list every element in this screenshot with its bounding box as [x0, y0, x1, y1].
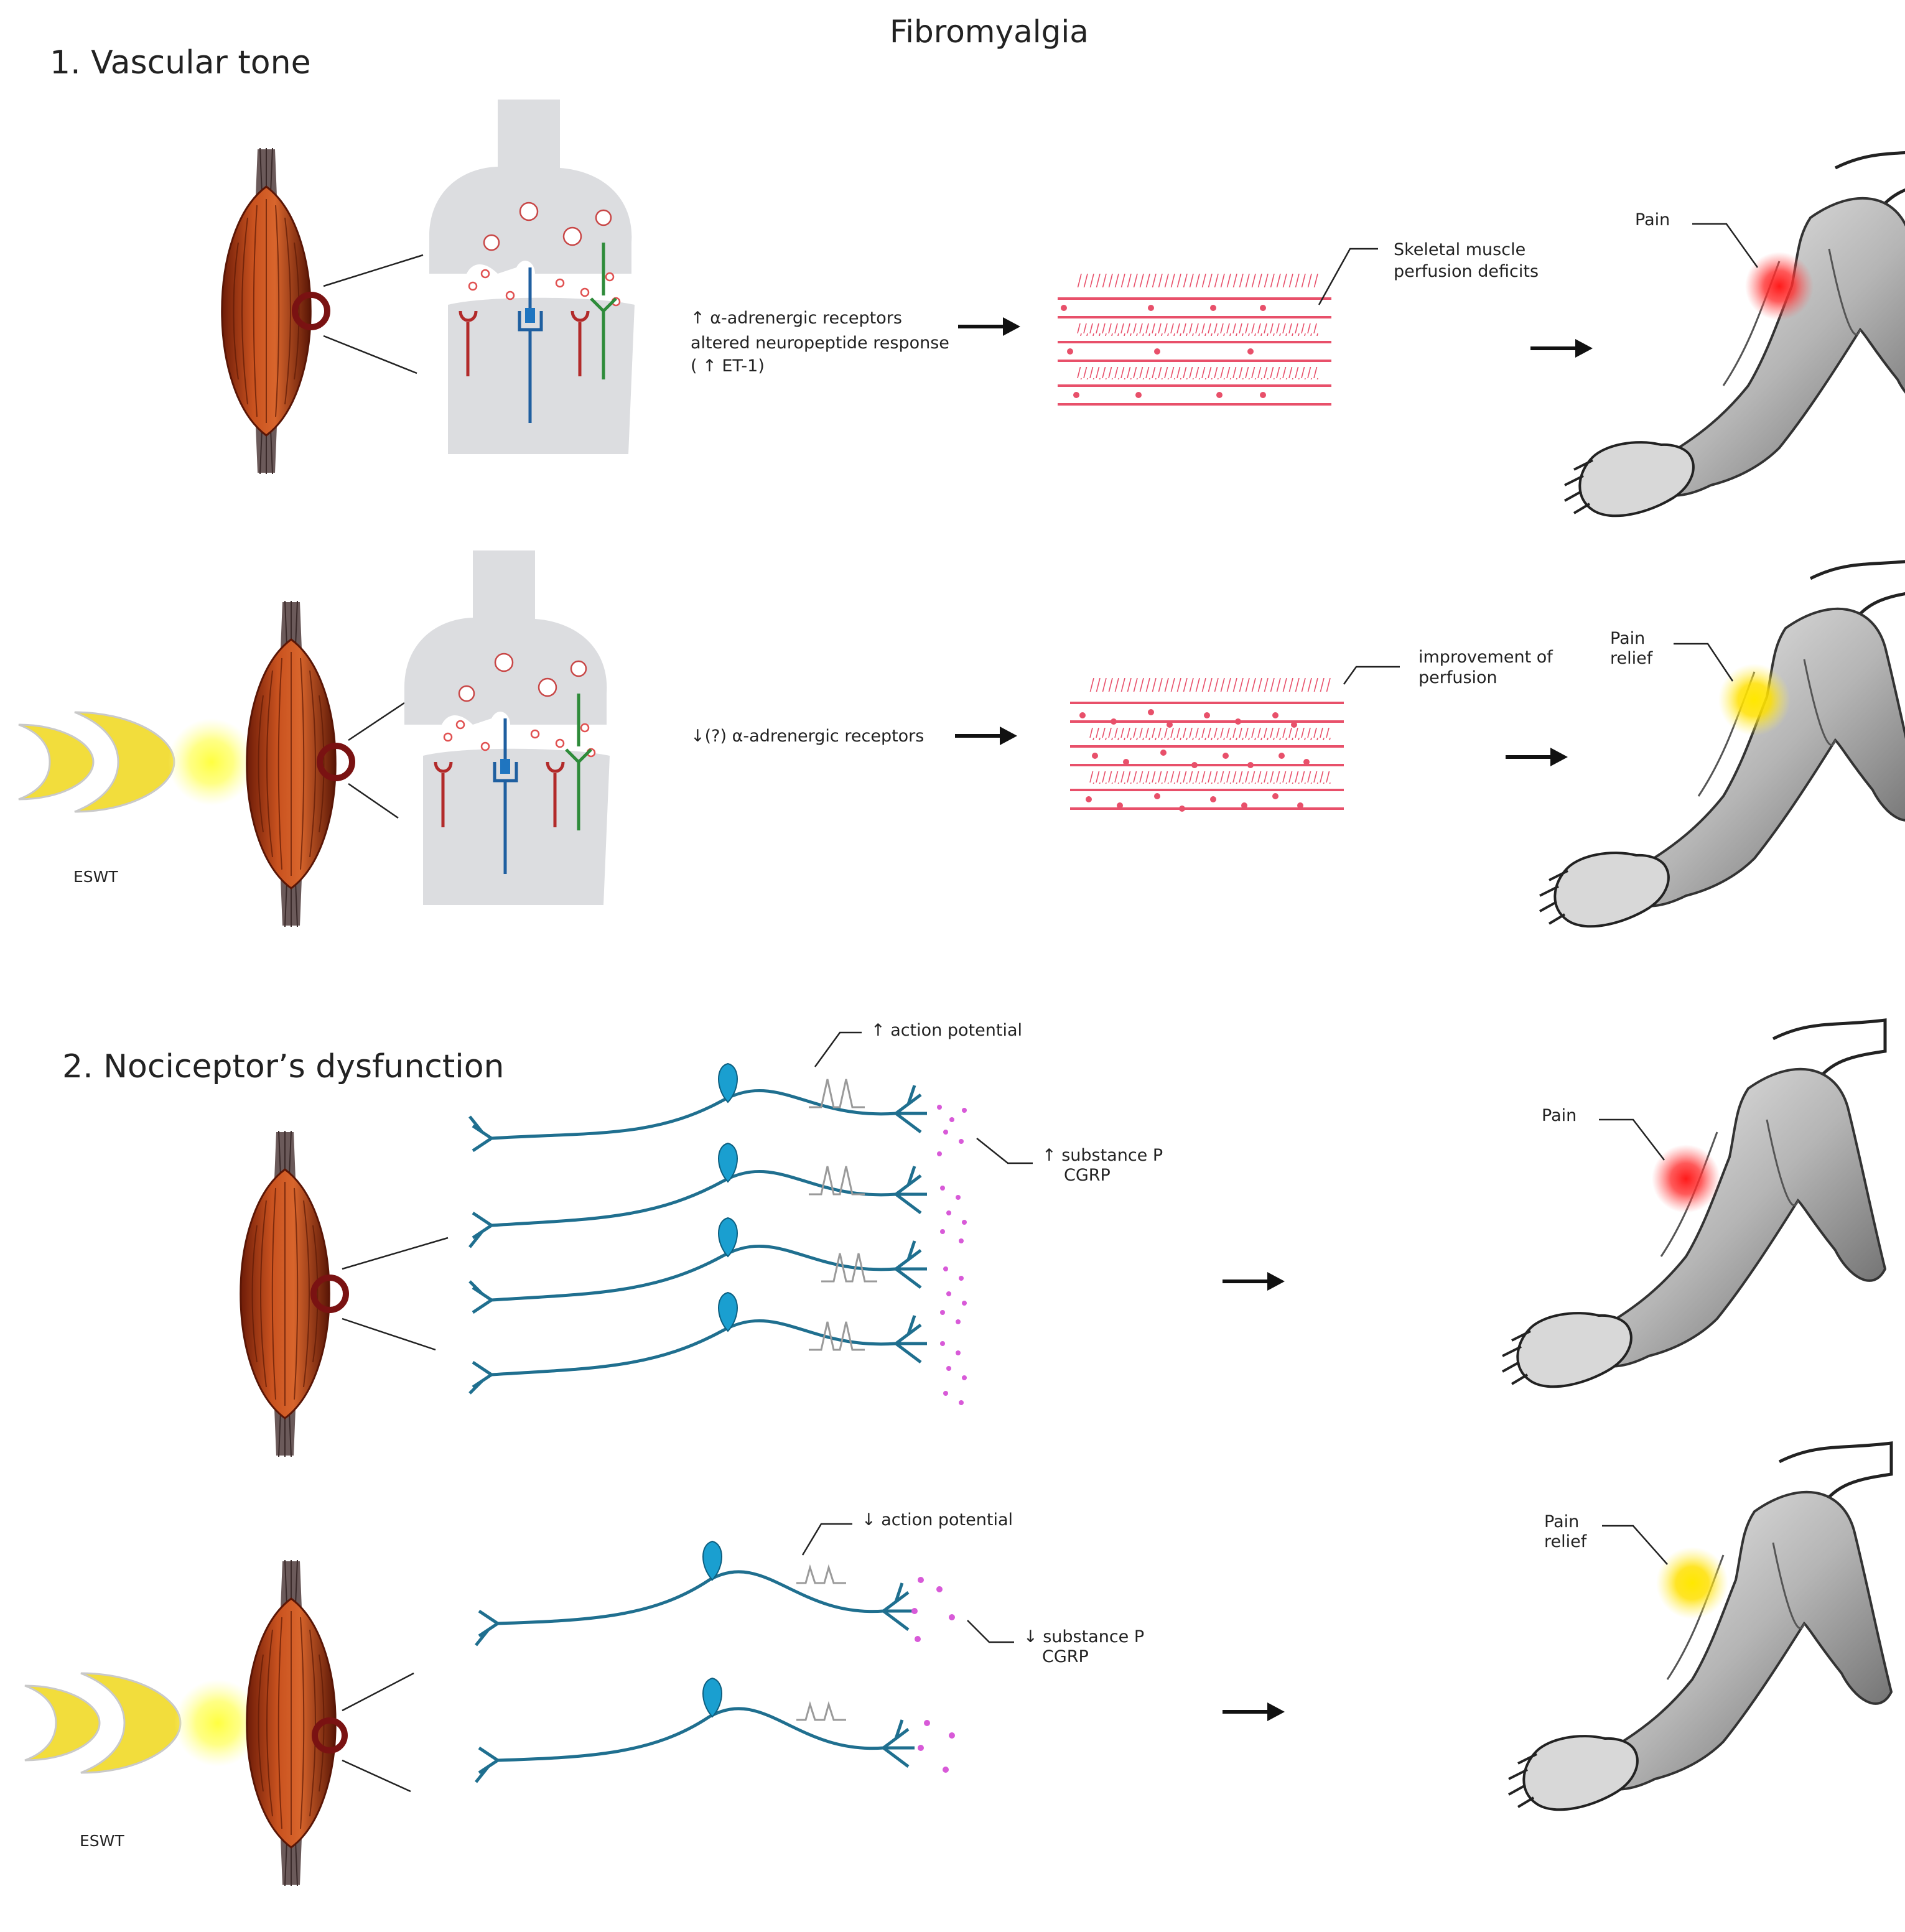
figure-title: Fibromyalgia	[890, 14, 1089, 50]
relief-label: relief	[1544, 1532, 1588, 1551]
action-potential-label: ↓ action potential	[862, 1510, 1013, 1530]
et1-label: ( ↑ ET-1)	[691, 356, 765, 376]
perfusion-improvement-label-1: improvement of	[1418, 648, 1553, 667]
vascular-before-row: ↑ α-adrenergic receptors altered neurope…	[221, 100, 1905, 516]
section-nociceptor-title: 2. Nociceptor’s dysfunction	[62, 1048, 505, 1085]
eswt-label: ESWT	[73, 868, 118, 886]
soma-icons	[718, 1062, 738, 1332]
pain-label: Pain	[1542, 1106, 1577, 1125]
eswt-crescent-icon	[17, 711, 256, 813]
pain-label: Pain	[1635, 210, 1670, 230]
relief-label: relief	[1610, 649, 1654, 668]
substance-p-label: ↓ substance P	[1023, 1627, 1144, 1646]
arm-illustration	[1565, 149, 1905, 516]
eswt-label: ESWT	[80, 1832, 124, 1850]
pain-spot	[1745, 252, 1814, 320]
action-potential-traces	[809, 1079, 877, 1351]
arm-illustration	[1540, 560, 1905, 926]
zoom-marker	[317, 743, 355, 781]
pain-label: Pain	[1544, 1512, 1579, 1531]
nociceptor-fibers	[468, 1085, 927, 1395]
muscle-fibers-illustration	[1056, 272, 1333, 406]
perfusion-deficit-label-2: perfusion deficits	[1394, 262, 1539, 281]
arrow-icon	[1530, 339, 1593, 358]
zoom-marker	[312, 1717, 348, 1753]
soma-icons	[702, 1540, 722, 1718]
synapse-illustration	[429, 100, 635, 454]
nociceptor-before-row: ↑ action potential ↑ substance P CGRP Pa…	[240, 1020, 1885, 1458]
neuropeptide-dots	[911, 1577, 955, 1773]
arrow-icon	[958, 317, 1020, 336]
alpha-receptor-label: ↑ α-adrenergic receptors	[691, 309, 902, 328]
zoom-marker	[310, 1275, 349, 1313]
pain-relief-spot	[1718, 664, 1791, 736]
arrow-icon	[1223, 1272, 1285, 1291]
neuropeptide-label: altered neuropeptide response	[691, 333, 949, 353]
action-potential-traces	[796, 1564, 846, 1721]
substance-p-label: ↑ substance P	[1042, 1146, 1163, 1165]
arm-illustration	[1509, 1443, 1891, 1809]
section-vascular-title: 1. Vascular tone	[50, 44, 311, 81]
zoom-marker	[292, 292, 330, 330]
blood-dots	[1061, 305, 1266, 398]
cgrp-label: CGRP	[1042, 1647, 1089, 1666]
arrow-icon	[1506, 748, 1568, 766]
vascular-after-row: ESWT ↓(?) α-adrenergic receptors improve…	[17, 550, 1905, 927]
pain-relief-spot	[1656, 1547, 1728, 1619]
perfusion-deficit-label-1: Skeletal muscle	[1394, 240, 1525, 259]
neuropeptide-dots	[937, 1105, 967, 1405]
nociceptor-after-row: ESWT ↓ action potential ↓ substance P	[24, 1443, 1891, 1887]
pain-label: Pain	[1610, 629, 1645, 648]
cgrp-label: CGRP	[1064, 1166, 1111, 1185]
arrow-icon	[955, 727, 1017, 745]
action-potential-label: ↑ action potential	[871, 1021, 1022, 1040]
blood-dots	[1079, 709, 1310, 812]
synapse-illustration	[404, 550, 610, 905]
pain-spot	[1652, 1145, 1720, 1213]
muscle-fibers-illustration	[1069, 677, 1345, 810]
eswt-crescent-icon	[24, 1672, 263, 1774]
nociceptor-fibers	[475, 1570, 915, 1783]
arrow-icon	[1223, 1702, 1285, 1721]
perfusion-improvement-label-2: perfusion	[1418, 668, 1497, 687]
alpha-receptor-label: ↓(?) α-adrenergic receptors	[691, 727, 924, 746]
